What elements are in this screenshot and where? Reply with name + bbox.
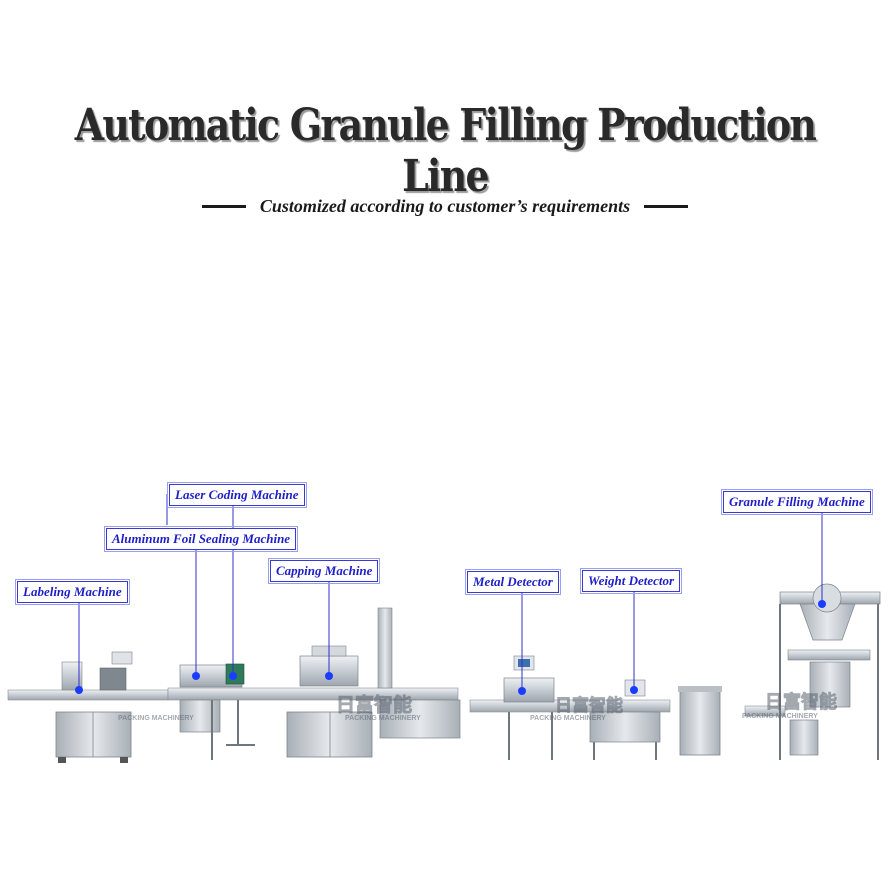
pointer-dots <box>75 600 826 695</box>
watermark-sub-4: PACKING MACHINERY <box>742 713 818 720</box>
label-granule-filling: Granule Filling Machine <box>721 489 873 515</box>
subtitle-row: Customized according to customer’s requi… <box>0 196 890 217</box>
control-cabinet <box>678 686 722 756</box>
pointer-lines <box>78 494 823 691</box>
sealing-coding-machines <box>179 663 255 760</box>
metal-detector <box>503 655 555 760</box>
watermark-cn-2: 日富智能 <box>555 695 623 715</box>
watermark-sub-3: PACKING MACHINERY <box>530 715 606 722</box>
watermark-cn-1: 日富智能 <box>336 693 412 716</box>
label-weight-detector: Weight Detector <box>579 568 683 594</box>
left-dash <box>201 205 246 208</box>
granule-filling-machine <box>779 583 881 760</box>
label-labeling: Labeling Machine <box>15 579 130 605</box>
right-dash <box>644 205 689 208</box>
page-title: Automatic Granule Filling Production Lin… <box>74 100 817 202</box>
watermark-sub-2: PACKING MACHINERY <box>345 715 421 722</box>
labeling-machine <box>55 651 133 763</box>
subtitle: Customized according to customer’s requi… <box>259 196 631 216</box>
watermark-cn-3: 日富智能 <box>765 691 837 712</box>
label-metal-detector: Metal Detector <box>465 569 561 595</box>
capping-machine <box>286 607 461 758</box>
watermark-sub-1: PACKING MACHINERY <box>118 715 194 722</box>
label-capping: Capping Machine <box>267 558 381 584</box>
weight-detector <box>589 679 661 760</box>
label-foil-sealing: Aluminum Foil Sealing Machine <box>103 526 299 552</box>
label-laser-coding: Laser Coding Machine <box>167 482 307 508</box>
conveyor <box>7 687 786 717</box>
brand-watermark: 日富智能 日富智能 日富智能 PACKING MACHINERY PACKING… <box>118 691 837 722</box>
